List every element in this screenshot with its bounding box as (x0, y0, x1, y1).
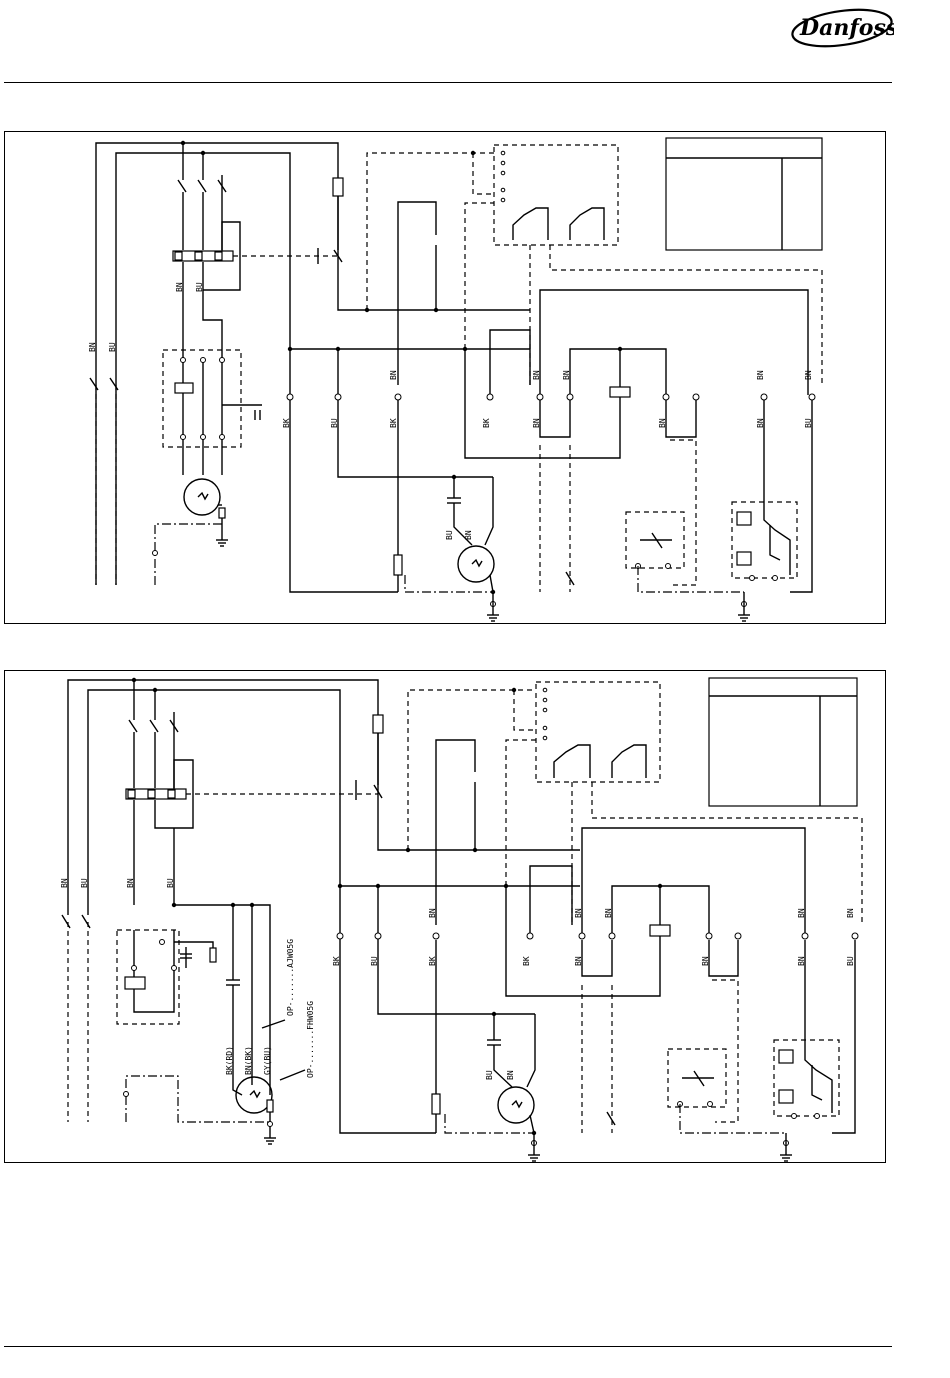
bottom-option-ajw-label: OP-.......AJW05G (286, 939, 295, 1016)
bottom-strip-top-label: BN (574, 908, 583, 918)
bottom-supply-wiring (68, 678, 580, 1133)
bottom-fan-motor (498, 1087, 540, 1161)
bottom-supply-bu-label: BU (80, 878, 89, 888)
bottom-strip-top-label: BN (797, 908, 806, 918)
bottom-strip-bottom-label: BN (574, 956, 583, 966)
bottom-strip-bottom-label: BK (428, 956, 437, 966)
bottom-strip-bottom-label: BU (370, 956, 379, 966)
bottom-compressor-bk-label: BK(RD) (225, 1046, 234, 1075)
bottom-lower-wiring (582, 940, 855, 1161)
bottom-earth-wiring (62, 915, 270, 1122)
bottom-option-fhw-label: OP-.......FHW05G (306, 1001, 315, 1078)
bottom-strip-top-label: BN (846, 908, 855, 918)
bottom-compressor-bn-label: BN(BK) (244, 1046, 253, 1075)
bottom-strip-bottom-label: BN (797, 956, 806, 966)
bottom-heater (432, 940, 534, 1133)
bottom-strip-bottom-label: BN (701, 956, 710, 966)
bottom-relay-bu-label: BU (166, 878, 175, 888)
bottom-supply-bn-label: BN (60, 878, 69, 888)
bottom-fan-bn-label: BN (506, 1070, 515, 1080)
bottom-relay-bn-label: BN (126, 878, 135, 888)
bottom-strip-bottom-label: BK (522, 956, 531, 966)
bottom-strip-top-label: BN (428, 908, 437, 918)
bottom-terminal-strip (337, 933, 858, 939)
bottom-strip-bottom-label: BU (846, 956, 855, 966)
bottom-strip-top-label: BN (604, 908, 613, 918)
bottom-legend-box (709, 678, 857, 806)
bottom-strip-bottom-label: BK (332, 956, 341, 966)
bottom-fan-bu-label: BU (485, 1070, 494, 1080)
bottom-compressor-gy-label: GY(BU) (263, 1046, 272, 1075)
bottom-fuse (356, 715, 383, 800)
